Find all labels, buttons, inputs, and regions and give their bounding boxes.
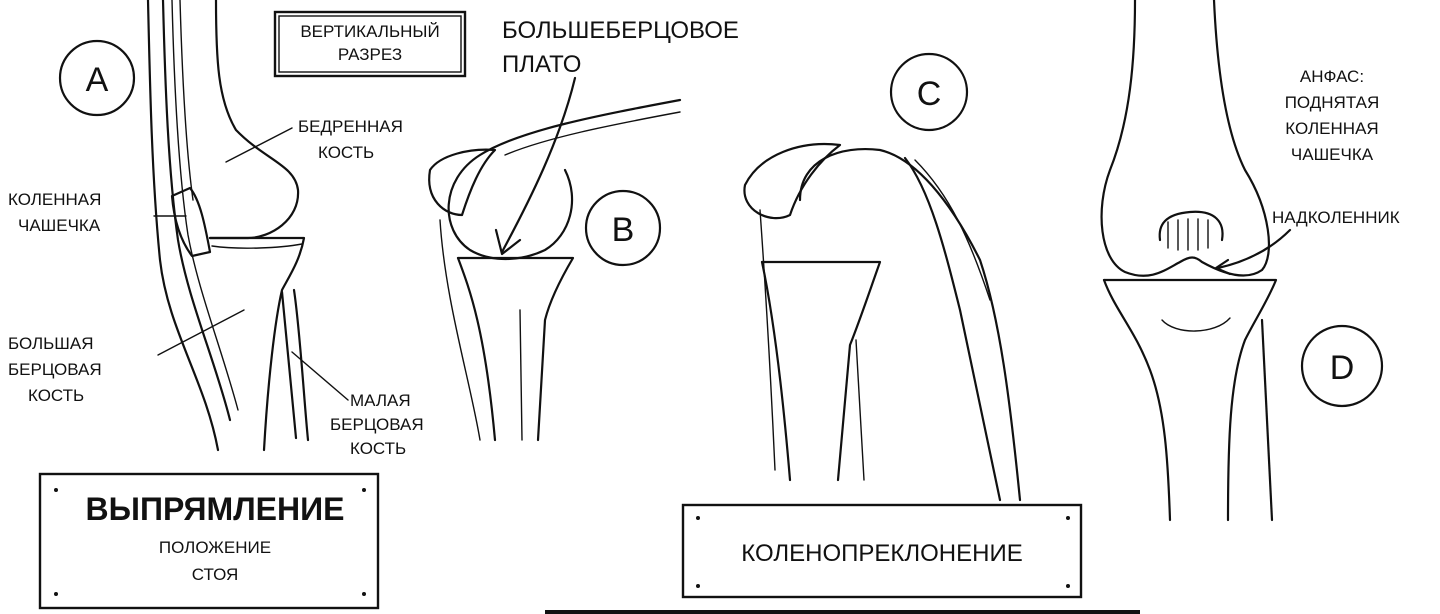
section-label-box: ВЕРТИКАЛЬНЫЙ РАЗРЕЗ [275,12,465,76]
plateau-arrow [502,78,575,252]
front-view-label-4: ЧАШЕЧКА [1291,145,1374,164]
skin-lines [148,0,238,450]
femur-b [449,100,680,259]
section-label-line-2: РАЗРЕЗ [338,45,402,64]
caption-a-sub-2: СТОЯ [192,565,238,584]
patella-label-2: ЧАШЕЧКА [18,216,101,235]
femur-a [210,0,298,238]
kneecap-arrow [1218,230,1290,268]
caption-c: КОЛЕНОПРЕКЛОНЕНИЕ [683,505,1081,597]
fibula-label-3: КОСТЬ [350,439,406,458]
front-view-label-2: ПОДНЯТАЯ [1285,93,1380,112]
femur-label-2: КОСТЬ [318,143,374,162]
panel-c-letter: C [917,75,942,113]
section-label-line-1: ВЕРТИКАЛЬНЫЙ [300,22,439,41]
panel-a: A ВЕРТИКАЛЬНЫЙ РАЗРЕЗ БЕДРЕННАЯ КОСТЬ КО… [8,0,465,608]
patella-c [744,144,840,218]
front-view-label-3: КОЛЕННАЯ [1285,119,1378,138]
fibula-label-1: МАЛАЯ [350,391,411,410]
fibula-a [282,292,296,438]
panel-a-letter: A [86,61,109,99]
tibia-d [1104,280,1276,520]
caption-a-title: ВЫПРЯМЛЕНИЕ [86,491,345,527]
panel-c: C КОЛЕНОПРЕКЛОНЕНИЕ [683,54,1081,597]
tibia-label-1: БОЛЬШАЯ [8,334,94,353]
patella-label-1: КОЛЕННАЯ [8,190,101,209]
plateau-label-1: БОЛЬШЕБЕРЦОВОЕ [502,17,739,44]
patella-b [429,150,495,215]
tibia-a [210,238,304,450]
panel-b: БОЛЬШЕБЕРЦОВОЕ ПЛАТО B [429,17,739,440]
front-view-label-1: АНФАС: [1300,67,1364,86]
panel-b-letter: B [612,211,635,249]
fibula-label-2: БЕРЦОВАЯ [330,415,424,434]
caption-c-text: КОЛЕНОПРЕКЛОНЕНИЕ [741,540,1022,567]
tibia-label-2: БЕРЦОВАЯ [8,360,102,379]
caption-a-sub-1: ПОЛОЖЕНИЕ [159,538,271,557]
femur-c [800,149,1020,500]
plateau-label-2: ПЛАТО [502,51,581,78]
panel-d: АНФАС: ПОДНЯТАЯ КОЛЕННАЯ ЧАШЕЧКА НАДКОЛЕ… [1102,0,1400,520]
tibia-label-3: КОСТЬ [28,386,84,405]
femur-d [1102,0,1269,276]
femur-label-1: БЕДРЕННАЯ [298,117,403,136]
patella-a [172,188,210,256]
panel-d-letter: D [1330,349,1355,387]
patella-d [1160,212,1223,240]
kneecap-label: НАДКОЛЕННИК [1272,208,1400,227]
caption-a: ВЫПРЯМЛЕНИЕ ПОЛОЖЕНИЕ СТОЯ [40,474,378,608]
